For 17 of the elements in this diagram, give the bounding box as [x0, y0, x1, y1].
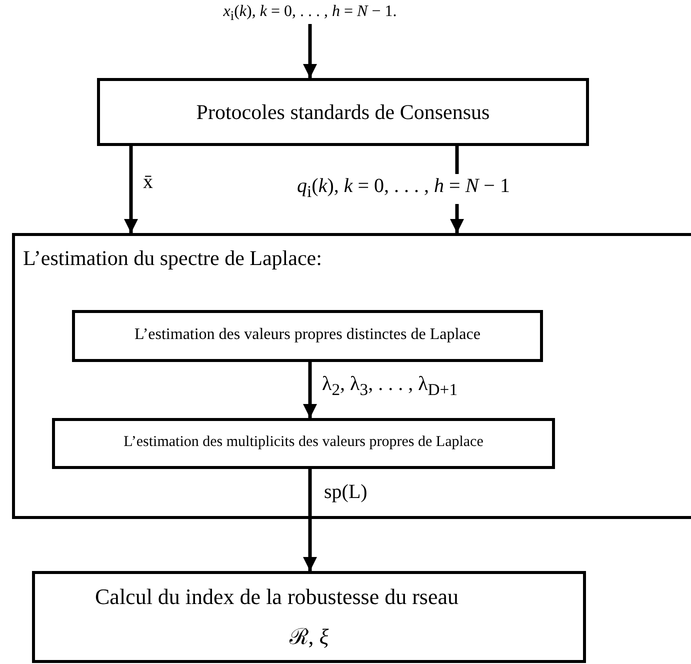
- node-title: L’estimation des multiplicits des valeurs propres de Laplace: [122, 433, 484, 452]
- node-title: Protocoles standards de Consensus: [195, 100, 491, 125]
- input-label: x$_{i}$(k), k = 0, . . . , h = N − 1.: [222, 2, 398, 26]
- arrow: [124, 146, 138, 233]
- node-text: ℛ, ξ: [288, 624, 330, 650]
- edge-label: q$_{i}$(k), k = 0, . . . , h = N − 1: [295, 174, 512, 204]
- node-title: Calcul du index de la robustesse du rseau: [95, 584, 459, 610]
- group-box: [12, 233, 691, 519]
- arrow: [303, 362, 317, 418]
- process-box: [32, 571, 586, 663]
- arrow: [303, 24, 317, 78]
- process-box: [72, 310, 543, 362]
- process-box: [52, 418, 555, 469]
- arrow: [303, 469, 317, 571]
- process-box: [97, 78, 589, 146]
- node-title: L’estimation du spectre de Laplace:: [23, 246, 322, 271]
- node-title: L’estimation des valeurs propres distinctes de Laplace: [134, 325, 482, 345]
